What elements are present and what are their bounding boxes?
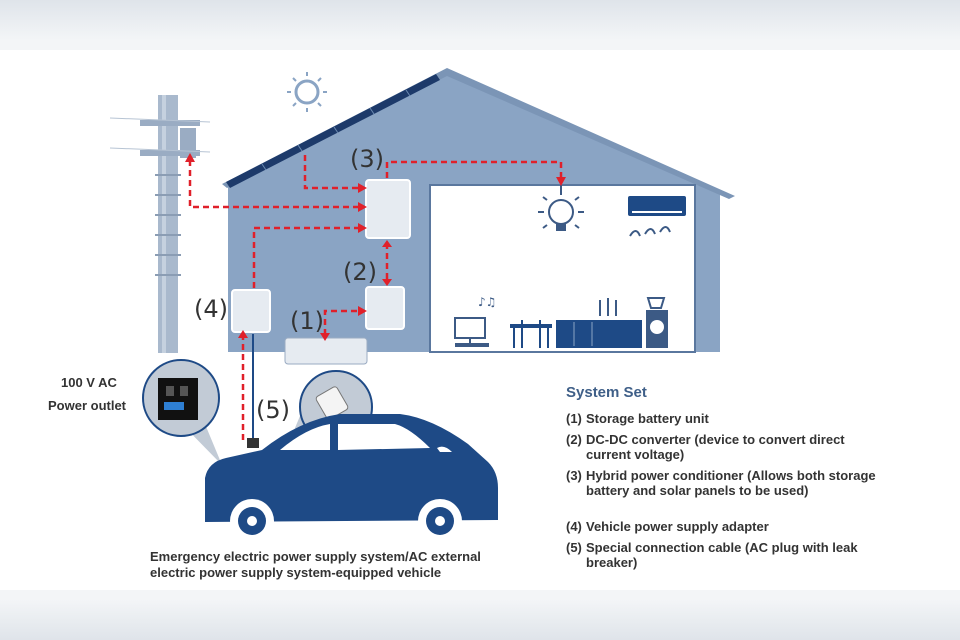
vehicle-caption-line: Emergency electric power supply system/A…: [150, 549, 481, 564]
legend-item-text: Hybrid power conditioner (Allows both st…: [586, 468, 876, 498]
legend-item-number: (1): [566, 411, 582, 426]
label-2: (2): [343, 258, 377, 286]
outlet-callout: [142, 359, 222, 465]
utility-pole: [109, 95, 211, 353]
outlet-label-voltage: 100 V AC: [61, 375, 117, 390]
vehicle-caption: Emergency electric power supply system/A…: [150, 549, 530, 581]
air-conditioner-icon: [628, 196, 686, 237]
legend-item-number: (2): [566, 432, 582, 447]
vehicle-caption-line: electric power supply system-equipped ve…: [150, 565, 442, 580]
legend-item-text: Special connection cable (AC plug with l…: [586, 540, 858, 570]
legend-item: (4) Vehicle power supply adapter: [566, 519, 916, 534]
connection-cable: [247, 334, 259, 448]
power-flow-lines: [188, 155, 563, 440]
hybrid-power-conditioner-box: [365, 179, 411, 239]
label-5: (5): [256, 396, 290, 424]
power-flow-arrowheads: [185, 153, 566, 341]
legend-item-text: DC-DC converter (device to convert direc…: [586, 432, 845, 462]
label-3: (3): [350, 145, 384, 173]
label-1: (1): [290, 307, 324, 335]
storage-battery-unit-box: [284, 337, 368, 365]
living-room-furniture: ♪♫: [454, 295, 668, 348]
legend-item-number: (5): [566, 540, 582, 555]
legend-item: (1) Storage battery unit: [566, 411, 916, 426]
legend-item-text: Vehicle power supply adapter: [586, 519, 769, 534]
sun-icon: [287, 72, 327, 112]
outlet-label-name: Power outlet: [48, 398, 127, 413]
dc-dc-converter-box: [365, 286, 405, 330]
legend-item: (2) DC-DC converter (device to convert d…: [566, 432, 886, 462]
svg-text:♪♫: ♪♫: [478, 295, 496, 309]
legend-item: (5) Special connection cable (AC plug wi…: [566, 540, 896, 570]
legend-item-text: Storage battery unit: [586, 411, 709, 426]
electric-vehicle: [205, 414, 498, 543]
light-bulb-icon: [538, 185, 584, 231]
legend-title: System Set: [566, 384, 647, 401]
legend-item: (3) Hybrid power conditioner (Allows bot…: [566, 468, 901, 498]
label-4: (4): [194, 295, 228, 323]
legend-item-number: (3): [566, 468, 582, 483]
vehicle-power-supply-adapter-box: [231, 289, 271, 333]
legend-item-number: (4): [566, 519, 582, 534]
